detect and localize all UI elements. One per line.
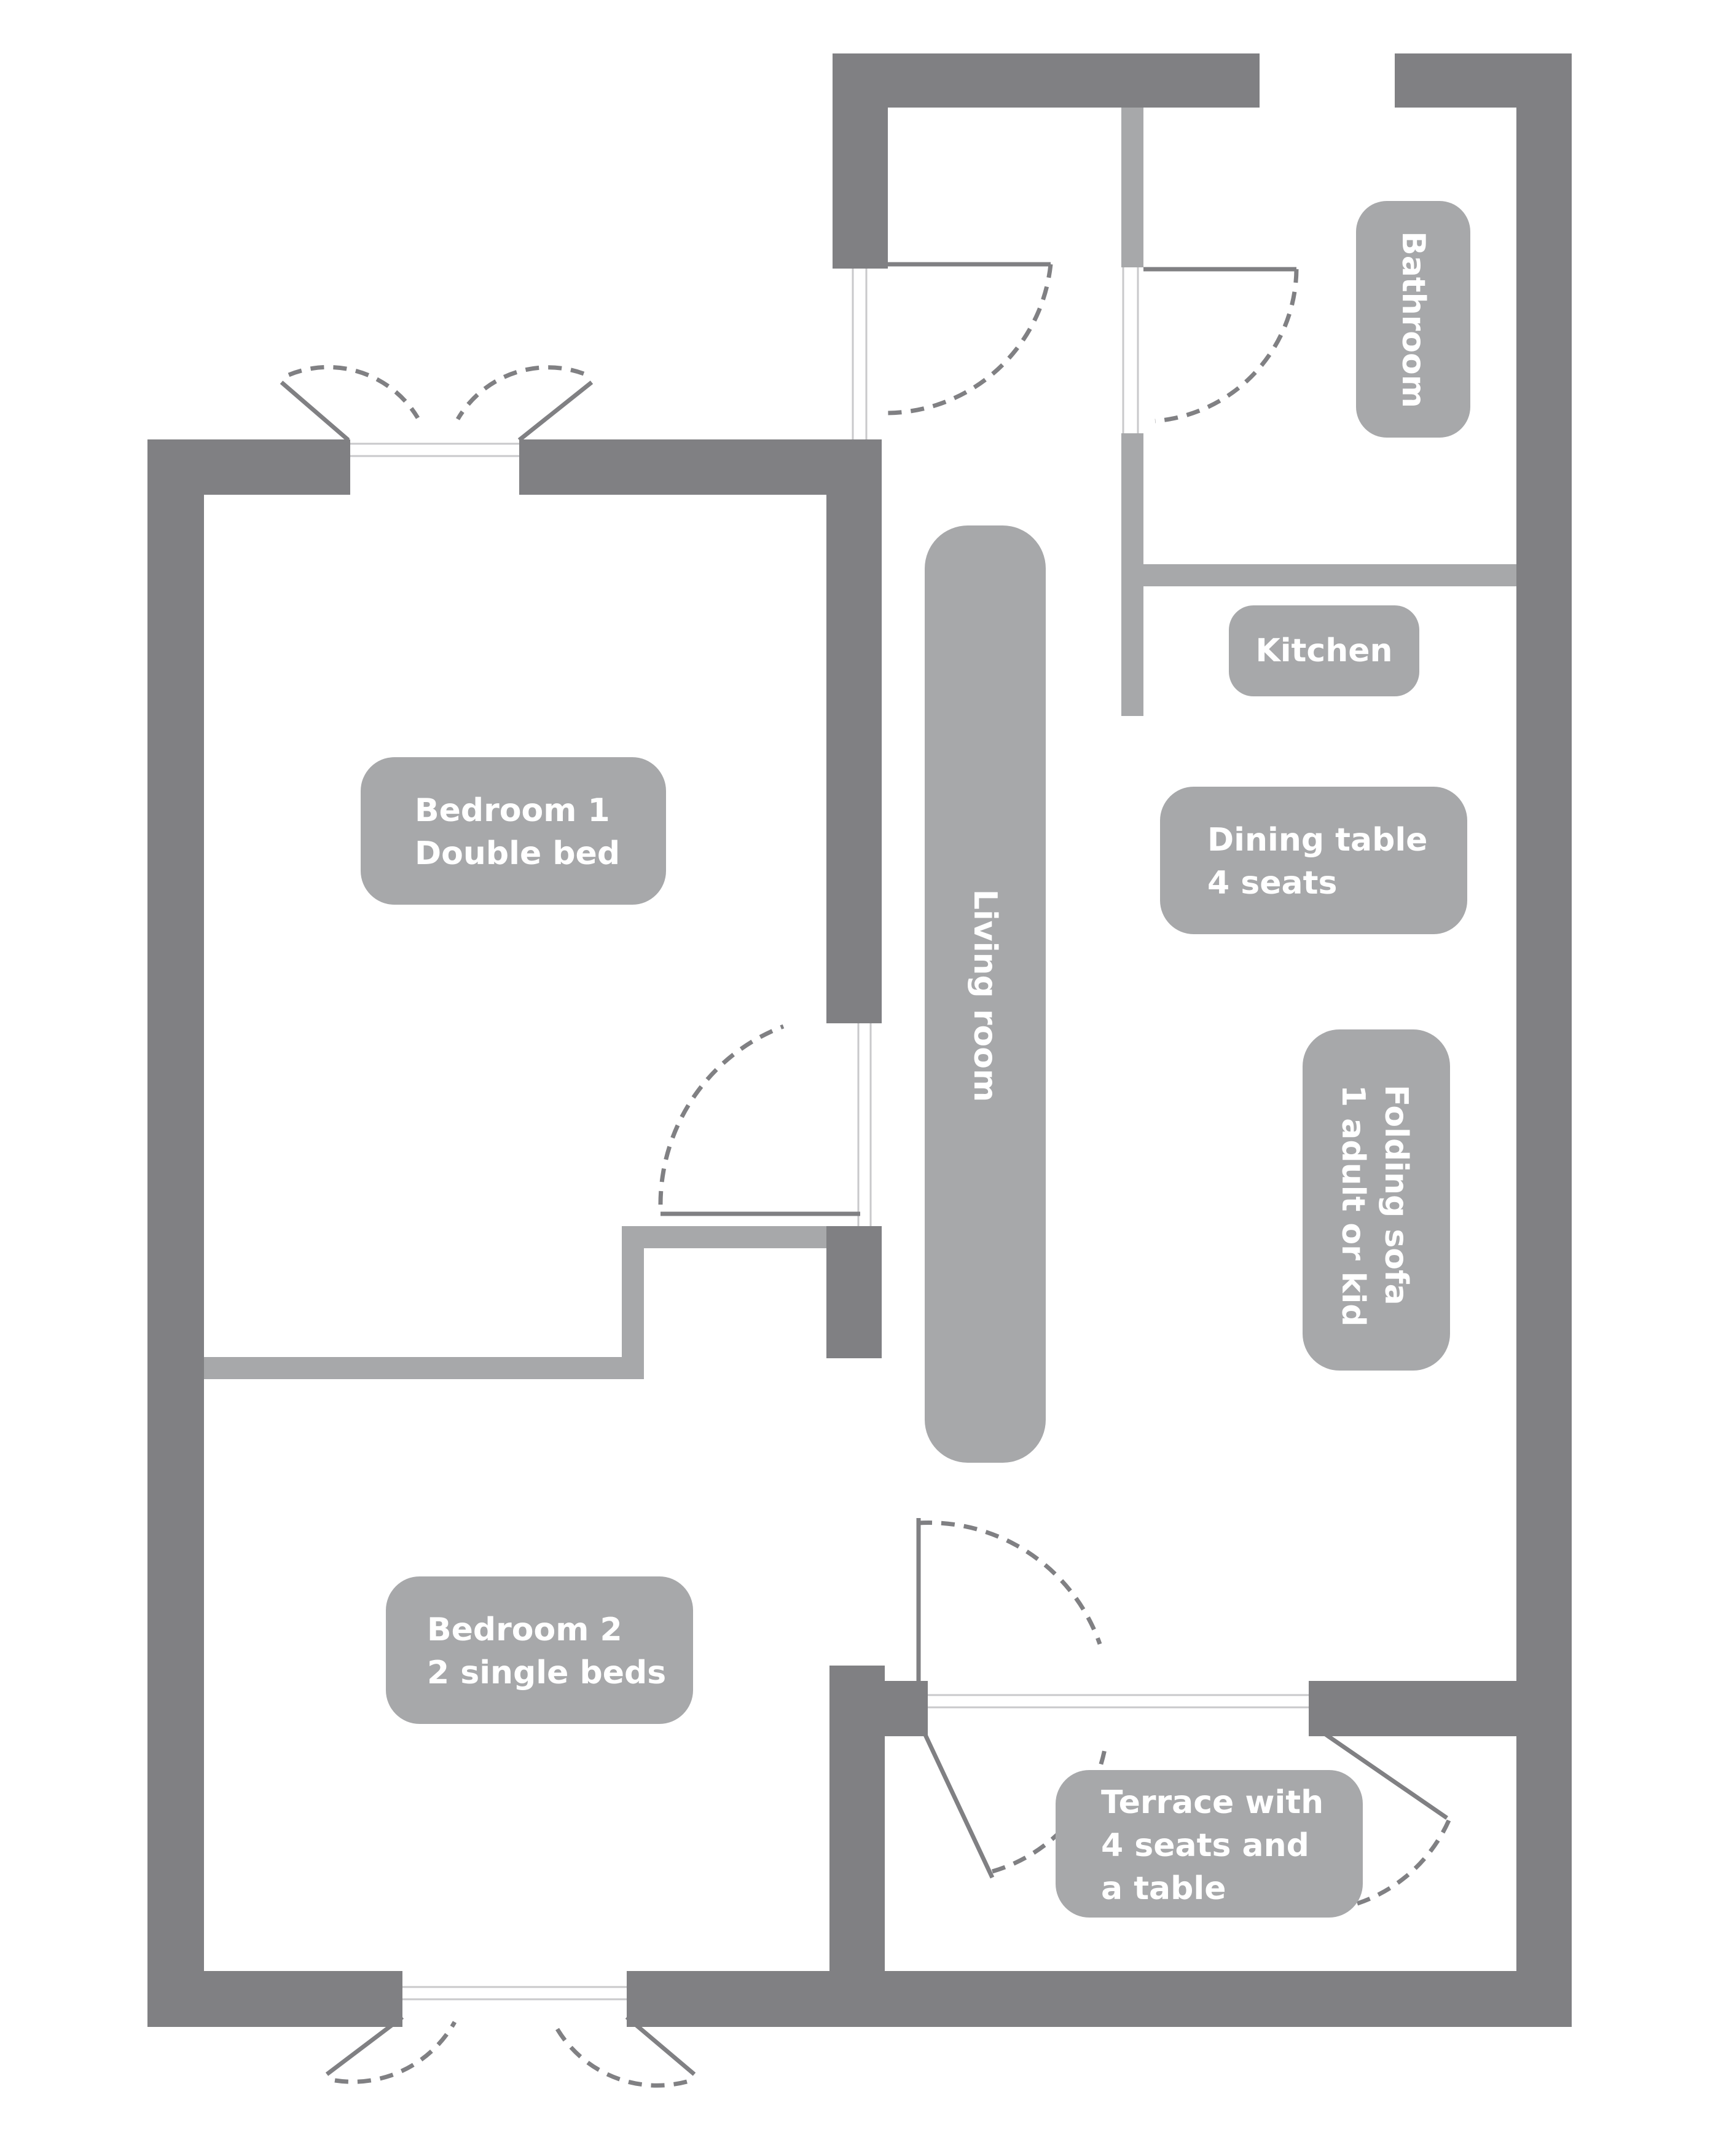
wall-bottom-right [627,1971,1572,2027]
partition-bedrooms-step [622,1226,644,1379]
window-bedroom2 [402,1986,627,2001]
partition-bathroom-lower [1121,433,1143,716]
label-dining-table: Dining table 4 seats [1160,787,1467,934]
interior-partitions [204,108,1516,1379]
wall-terrace-top-left [829,1681,928,1736]
wall-left [147,439,204,2027]
label-living-room-text: Living room [966,889,1003,1102]
label-bedroom-2: Bedroom 2 2 single beds [386,1576,693,1724]
label-folding-sofa-line1: Folding sofa [1378,1085,1414,1305]
label-bedroom-1-line1: Bedroom 1 [415,792,610,829]
label-bathroom-text: Bathroom [1395,231,1432,408]
door-bedroom2-window-right [554,2015,696,2088]
window-terrace [928,1694,1309,1709]
wall-bedroom1-right-upper [826,439,882,1023]
doors [280,262,1451,2088]
label-bedroom-1: Bedroom 1 Double bed [361,757,666,905]
label-bedroom-1-line2: Double bed [415,835,620,872]
label-bedroom-2-line2: 2 single beds [427,1654,666,1691]
doorway-bedroom1-frame [857,1023,872,1226]
label-bedroom-2-line1: Bedroom 2 [427,1611,622,1648]
partition-bathroom-upper [1121,108,1143,267]
label-terrace-line1: Terrace with [1101,1784,1323,1821]
label-terrace: Terrace with 4 seats and a table [1056,1770,1363,1918]
door-terrace-right [1314,1725,1451,1908]
door-terrace-living [916,1518,1102,1681]
label-kitchen-text: Kitchen [1255,632,1392,669]
label-folding-sofa: Folding sofa 1 adult or kid [1303,1029,1450,1371]
wall-bedroom1-top-right [519,439,879,495]
wall-bedroom1-right-lower [826,1226,882,1358]
label-dining-table-line1: Dining table [1207,822,1427,859]
door-corridor [884,262,1053,415]
wall-corridor-left [833,53,888,269]
window-bedroom1 [350,443,519,457]
exterior-walls [147,53,1572,2027]
doorway-corridor-frame [852,269,868,439]
door-bedroom1 [658,1024,860,1216]
room-labels: Bathroom Kitchen Bedroom 1 Double bed Li… [361,201,1470,1918]
label-kitchen: Kitchen [1229,605,1419,696]
wall-terrace-top-right [1309,1681,1572,1736]
door-bedroom1-window-left [280,364,420,442]
door-bedroom1-window-right [455,365,594,442]
label-folding-sofa-line2: 1 adult or kid [1335,1085,1371,1327]
label-bathroom: Bathroom [1356,201,1470,438]
door-bedroom2-window-left [325,2015,457,2084]
label-terrace-line2: 4 seats and [1101,1827,1309,1864]
partition-kitchen-top [1143,564,1516,586]
wall-top-corridor [833,53,1260,108]
label-dining-table-line2: 4 seats [1207,865,1337,902]
door-terrace-left [919,1726,1108,1879]
doorway-bathroom-frame [1122,267,1139,433]
door-bathroom [1143,267,1299,423]
label-living-room: Living room [925,525,1046,1463]
wall-bottom-left [147,1971,402,2027]
label-terrace-line3: a table [1101,1870,1226,1907]
partition-bedrooms-step-top [622,1226,826,1248]
windows [350,267,1309,2001]
partition-bedrooms-horizontal [204,1357,643,1379]
